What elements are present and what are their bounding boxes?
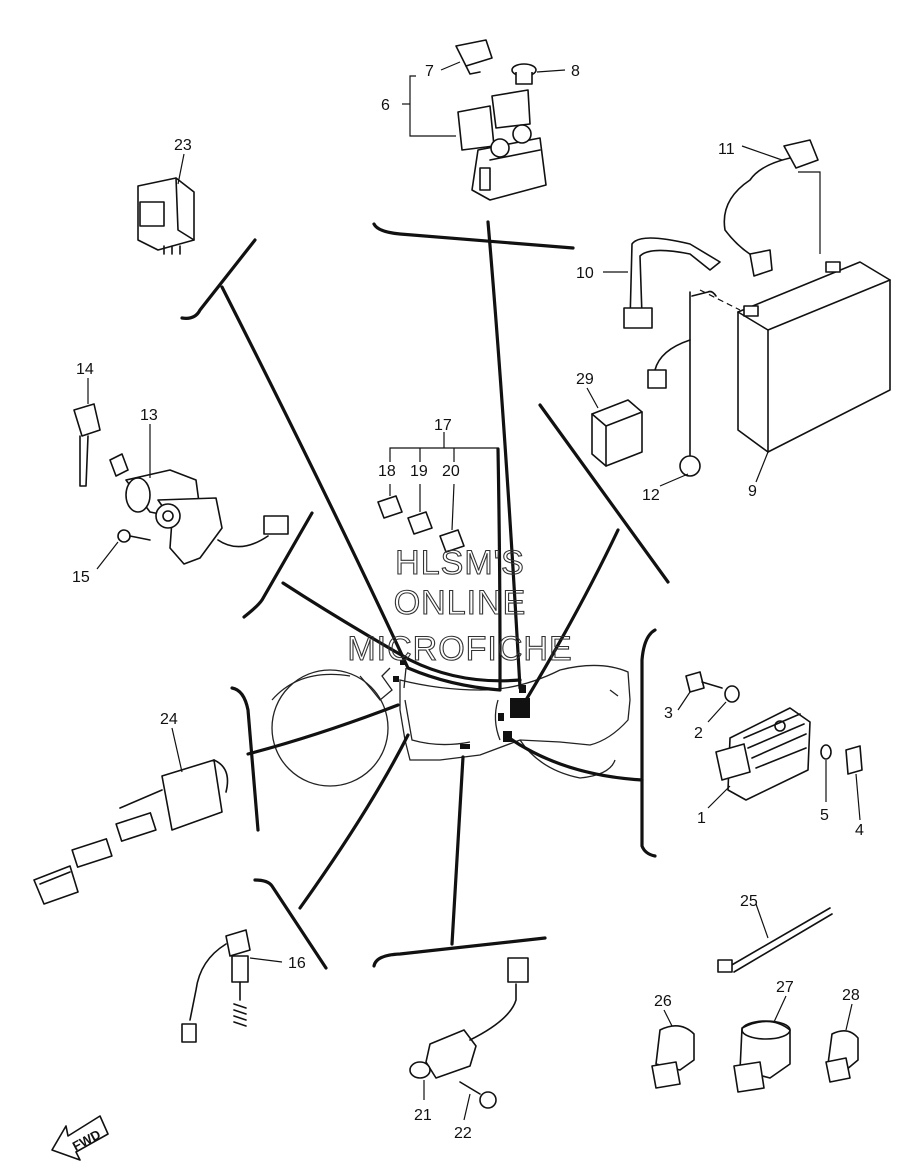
frame-outline (271, 664, 631, 787)
relay-fuse (455, 39, 493, 75)
callout-22: 22 (454, 1125, 472, 1142)
starter-relay (457, 89, 547, 201)
callout-24: 24 (160, 711, 178, 728)
connector-block (503, 731, 512, 742)
callout-5: 5 (820, 807, 829, 824)
wire-harness (220, 220, 644, 946)
relay-unit-29 (591, 399, 643, 467)
sensor-16 (181, 929, 251, 1043)
nut-4 (845, 745, 863, 775)
connector-block (393, 676, 399, 682)
screw-22 (459, 1081, 497, 1109)
callout-18: 18 (378, 463, 396, 480)
sensor-21 (409, 957, 529, 1079)
cable-tie (717, 907, 833, 973)
washer-5 (820, 744, 832, 760)
watermark: HLSM'S ONLINE MICROFICHE (347, 543, 572, 668)
watermark-line-3: MICROFICHE (347, 630, 572, 668)
callout-6: 6 (381, 97, 390, 114)
callout-labels: 1 2 3 4 5 6 7 8 9 10 11 12 13 14 15 16 1… (72, 63, 864, 1142)
callout-15: 15 (72, 569, 90, 586)
rectifier-washer (724, 685, 740, 703)
callout-28: 28 (842, 987, 860, 1004)
watermark-line-1: HLSM'S (395, 544, 525, 582)
callout-7: 7 (425, 63, 434, 80)
ignition-key (73, 403, 101, 487)
callout-20: 20 (442, 463, 460, 480)
callout-11: 11 (718, 141, 735, 158)
battery (737, 261, 891, 453)
callout-10: 10 (576, 265, 594, 282)
callout-23: 23 (174, 137, 192, 154)
callout-1: 1 (697, 810, 706, 827)
connector-block (519, 685, 526, 693)
watermark-line-2: ONLINE (394, 584, 527, 622)
clamp-28 (825, 1030, 859, 1083)
rectifier-regulator (715, 707, 811, 801)
main-switch (109, 453, 289, 565)
fuse-group (377, 432, 499, 553)
forward-arrow-icon: FWD (51, 1115, 109, 1161)
flasher-relay (137, 177, 195, 255)
callout-29: 29 (576, 371, 594, 388)
callout-13: 13 (140, 407, 158, 424)
callout-9: 9 (748, 483, 757, 500)
callout-3: 3 (664, 705, 673, 722)
callout-14: 14 (76, 361, 94, 378)
callout-2: 2 (694, 725, 703, 742)
callout-17: 17 (434, 417, 452, 434)
zone-brackets (180, 222, 670, 970)
lead-wire-24 (33, 759, 229, 905)
callout-8: 8 (571, 63, 580, 80)
battery-band (623, 237, 721, 329)
clamp-26 (651, 1025, 695, 1089)
callout-4: 4 (855, 822, 864, 839)
connector-block (498, 713, 504, 721)
callout-21: 21 (414, 1107, 432, 1124)
rectifier-bolt (685, 671, 723, 693)
connector-block (510, 698, 530, 718)
callout-12: 12 (642, 487, 660, 504)
negative-lead (647, 290, 717, 477)
direction-label: FWD (70, 1127, 103, 1154)
battery-breather-lead (723, 139, 819, 277)
callout-19: 19 (410, 463, 428, 480)
switch-screw (117, 529, 151, 543)
connector-block (460, 744, 470, 749)
clamp-27 (733, 1020, 791, 1093)
relay-cap (511, 63, 537, 85)
connector-block (400, 660, 405, 665)
callout-25: 25 (740, 893, 758, 910)
callout-16: 16 (288, 955, 306, 972)
callout-27: 27 (776, 979, 794, 996)
callout-26: 26 (654, 993, 672, 1010)
